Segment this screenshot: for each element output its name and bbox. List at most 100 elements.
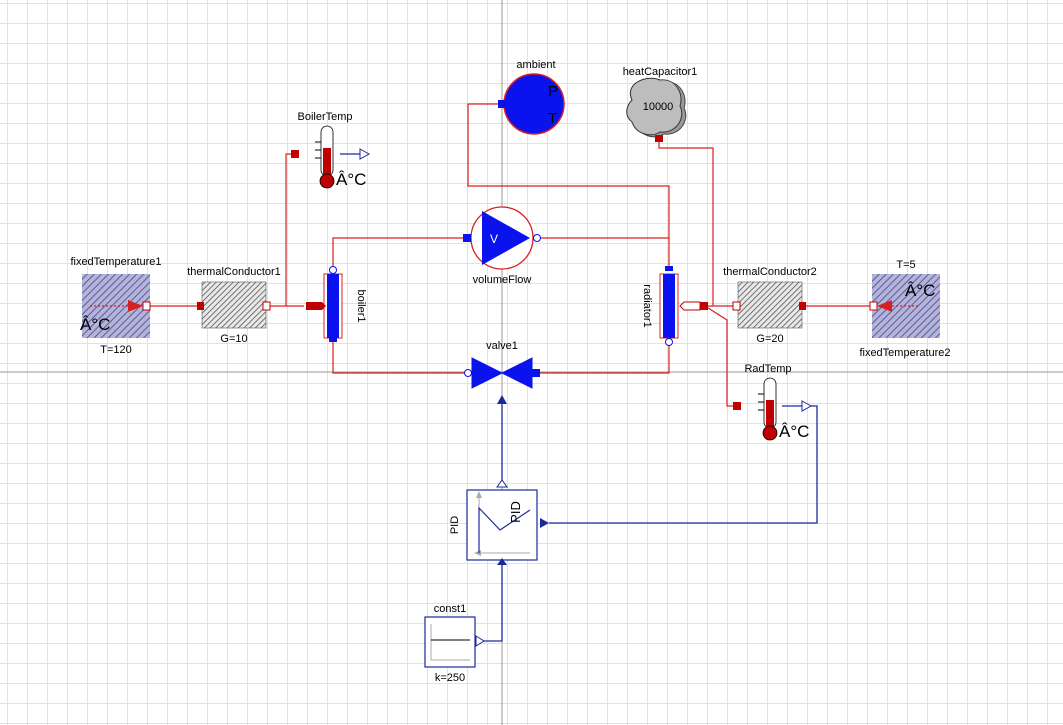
thermalconductor2-name: thermalConductor2 — [723, 266, 817, 278]
boiler1-heatport[interactable] — [306, 302, 326, 310]
wire-boiler-valve[interactable] — [332, 341, 468, 374]
radiator1-port-top[interactable] — [665, 266, 673, 271]
ambient-t-label: T — [548, 110, 557, 127]
boilertemp-sensor[interactable]: BoilerTemp Â°C — [291, 111, 371, 189]
valve1-block[interactable]: valve1 — [464, 340, 541, 404]
const1-body — [424, 616, 476, 668]
valve1-left-wedge — [471, 357, 504, 389]
const1-output[interactable] — [475, 635, 485, 647]
wire-boiler-volumeflow[interactable] — [332, 237, 467, 269]
thermalconductor2-param: G=20 — [756, 333, 783, 345]
ambient-p-label: P — [548, 83, 558, 100]
radiator1-heatport[interactable] — [679, 301, 701, 311]
radiator1-core — [663, 274, 675, 338]
signal-connections — [340, 153, 818, 642]
wire-ambient[interactable] — [467, 103, 670, 238]
wire-boiler-boilertemp[interactable] — [285, 153, 296, 306]
wire-valve-radiator[interactable] — [538, 341, 670, 374]
boilertemp-port[interactable] — [291, 150, 299, 158]
volumeflow-symbol: V — [490, 232, 498, 246]
radiator1-port-bottom[interactable] — [665, 338, 673, 346]
fixedtemperature1-port[interactable] — [142, 301, 151, 311]
boilertemp-output-icon[interactable] — [359, 148, 371, 160]
const1-name: const1 — [434, 603, 466, 615]
valve1-name: valve1 — [486, 340, 518, 352]
volumeflow-triangle — [482, 211, 530, 265]
valve1-control-input[interactable] — [497, 395, 507, 404]
volumeflow-block[interactable]: V volumeFlow — [463, 206, 541, 286]
pid-feedback-input[interactable] — [540, 518, 549, 528]
boiler1-name: boiler1 — [355, 289, 367, 322]
fixedtemperature1-param: T=120 — [100, 344, 132, 356]
thermalconductor2-body — [737, 281, 803, 329]
pid-output[interactable] — [496, 479, 508, 488]
radtemp-sensor[interactable]: RadTemp Â°C — [733, 363, 813, 441]
radtemp-bulb — [762, 425, 778, 441]
const1-param: k=250 — [435, 672, 465, 684]
pid-setpoint-input[interactable] — [497, 558, 507, 565]
fixedtemperature2-unit: Â°C — [905, 281, 935, 300]
radtemp-name: RadTemp — [744, 363, 791, 375]
fixedtemperature2-block[interactable]: T=5 Â°C fixedTemperature2 — [859, 259, 950, 359]
pid-block[interactable]: PID PID — [449, 479, 549, 565]
thermalconductor1-name: thermalConductor1 — [187, 266, 281, 278]
heat-connections — [150, 103, 872, 407]
radiator1-block[interactable]: radiator1 — [641, 266, 708, 346]
thermalconductor1-port-b[interactable] — [262, 301, 271, 311]
fixedtemperature1-unit: Â°C — [80, 315, 110, 334]
valve1-port-a[interactable] — [464, 369, 472, 377]
volumeflow-port-out[interactable] — [533, 234, 541, 242]
boiler1-block[interactable]: boiler1 — [306, 266, 367, 343]
pid-body — [466, 489, 538, 561]
boiler1-core — [327, 274, 339, 338]
boilertemp-unit: Â°C — [336, 170, 366, 189]
thermalconductor2-port-a[interactable] — [732, 301, 741, 311]
radiator1-name: radiator1 — [641, 284, 653, 327]
heatcapacitor1-port[interactable] — [655, 135, 663, 142]
fixedtemperature2-port[interactable] — [869, 301, 878, 311]
radtemp-output-icon[interactable] — [801, 400, 813, 412]
volumeflow-port-in[interactable] — [463, 234, 471, 242]
heatcapacitor1-value: 10000 — [643, 101, 674, 113]
fixedtemperature2-arrow-head — [877, 300, 892, 312]
boiler1-port-top[interactable] — [329, 266, 337, 274]
heatcapacitor1-block[interactable]: heatCapacitor1 10000 — [623, 66, 698, 142]
thermalconductor1-body — [201, 281, 267, 329]
thermalconductor1-port-a[interactable] — [197, 302, 204, 310]
radtemp-unit: Â°C — [779, 422, 809, 441]
fixedtemperature1-arrow-head — [128, 300, 143, 312]
wire-volumeflow-radiator[interactable] — [537, 237, 670, 269]
boiler1-port-bottom[interactable] — [329, 337, 337, 342]
const1-block[interactable]: const1 k=250 — [424, 603, 485, 684]
thermalconductor2-block[interactable]: thermalConductor2 G=20 — [723, 266, 817, 345]
wire-radiator-radtemp[interactable] — [704, 305, 737, 407]
pid-curve — [478, 506, 531, 553]
boilertemp-bulb — [319, 173, 335, 189]
thermalconductor1-block[interactable]: thermalConductor1 G=10 — [187, 266, 281, 345]
radiator1-heatport-node[interactable] — [700, 302, 708, 310]
radtemp-port[interactable] — [733, 402, 741, 410]
fixedtemperature1-name: fixedTemperature1 — [70, 256, 161, 268]
pid-inner-label: PID — [508, 501, 523, 523]
wire-const-pid[interactable] — [480, 564, 503, 642]
heatcapacitor1-name: heatCapacitor1 — [623, 66, 698, 78]
wire-radtemp-pid[interactable] — [549, 405, 818, 524]
ambient-block[interactable]: ambient P T — [498, 59, 565, 135]
thermalconductor1-param: G=10 — [220, 333, 247, 345]
heatcapacitor1-body — [626, 77, 683, 136]
fixedtemperature2-param: T=5 — [896, 259, 915, 271]
thermalconductor2-port-b[interactable] — [799, 302, 806, 310]
radtemp-mercury — [766, 400, 774, 430]
pid-name: PID — [449, 516, 461, 534]
boilertemp-name: BoilerTemp — [297, 111, 352, 123]
ambient-port[interactable] — [498, 100, 506, 108]
pid-y-arrow — [476, 491, 482, 498]
ambient-name: ambient — [516, 59, 555, 71]
fixedtemperature2-name: fixedTemperature2 — [859, 347, 950, 359]
fixedtemperature1-block[interactable]: fixedTemperature1 Â°C T=120 — [70, 256, 161, 356]
valve1-port-b[interactable] — [532, 369, 540, 377]
wire-heatcapacitor[interactable] — [658, 140, 714, 306]
boilertemp-mercury — [323, 148, 331, 178]
valve1-right-wedge — [500, 357, 533, 389]
